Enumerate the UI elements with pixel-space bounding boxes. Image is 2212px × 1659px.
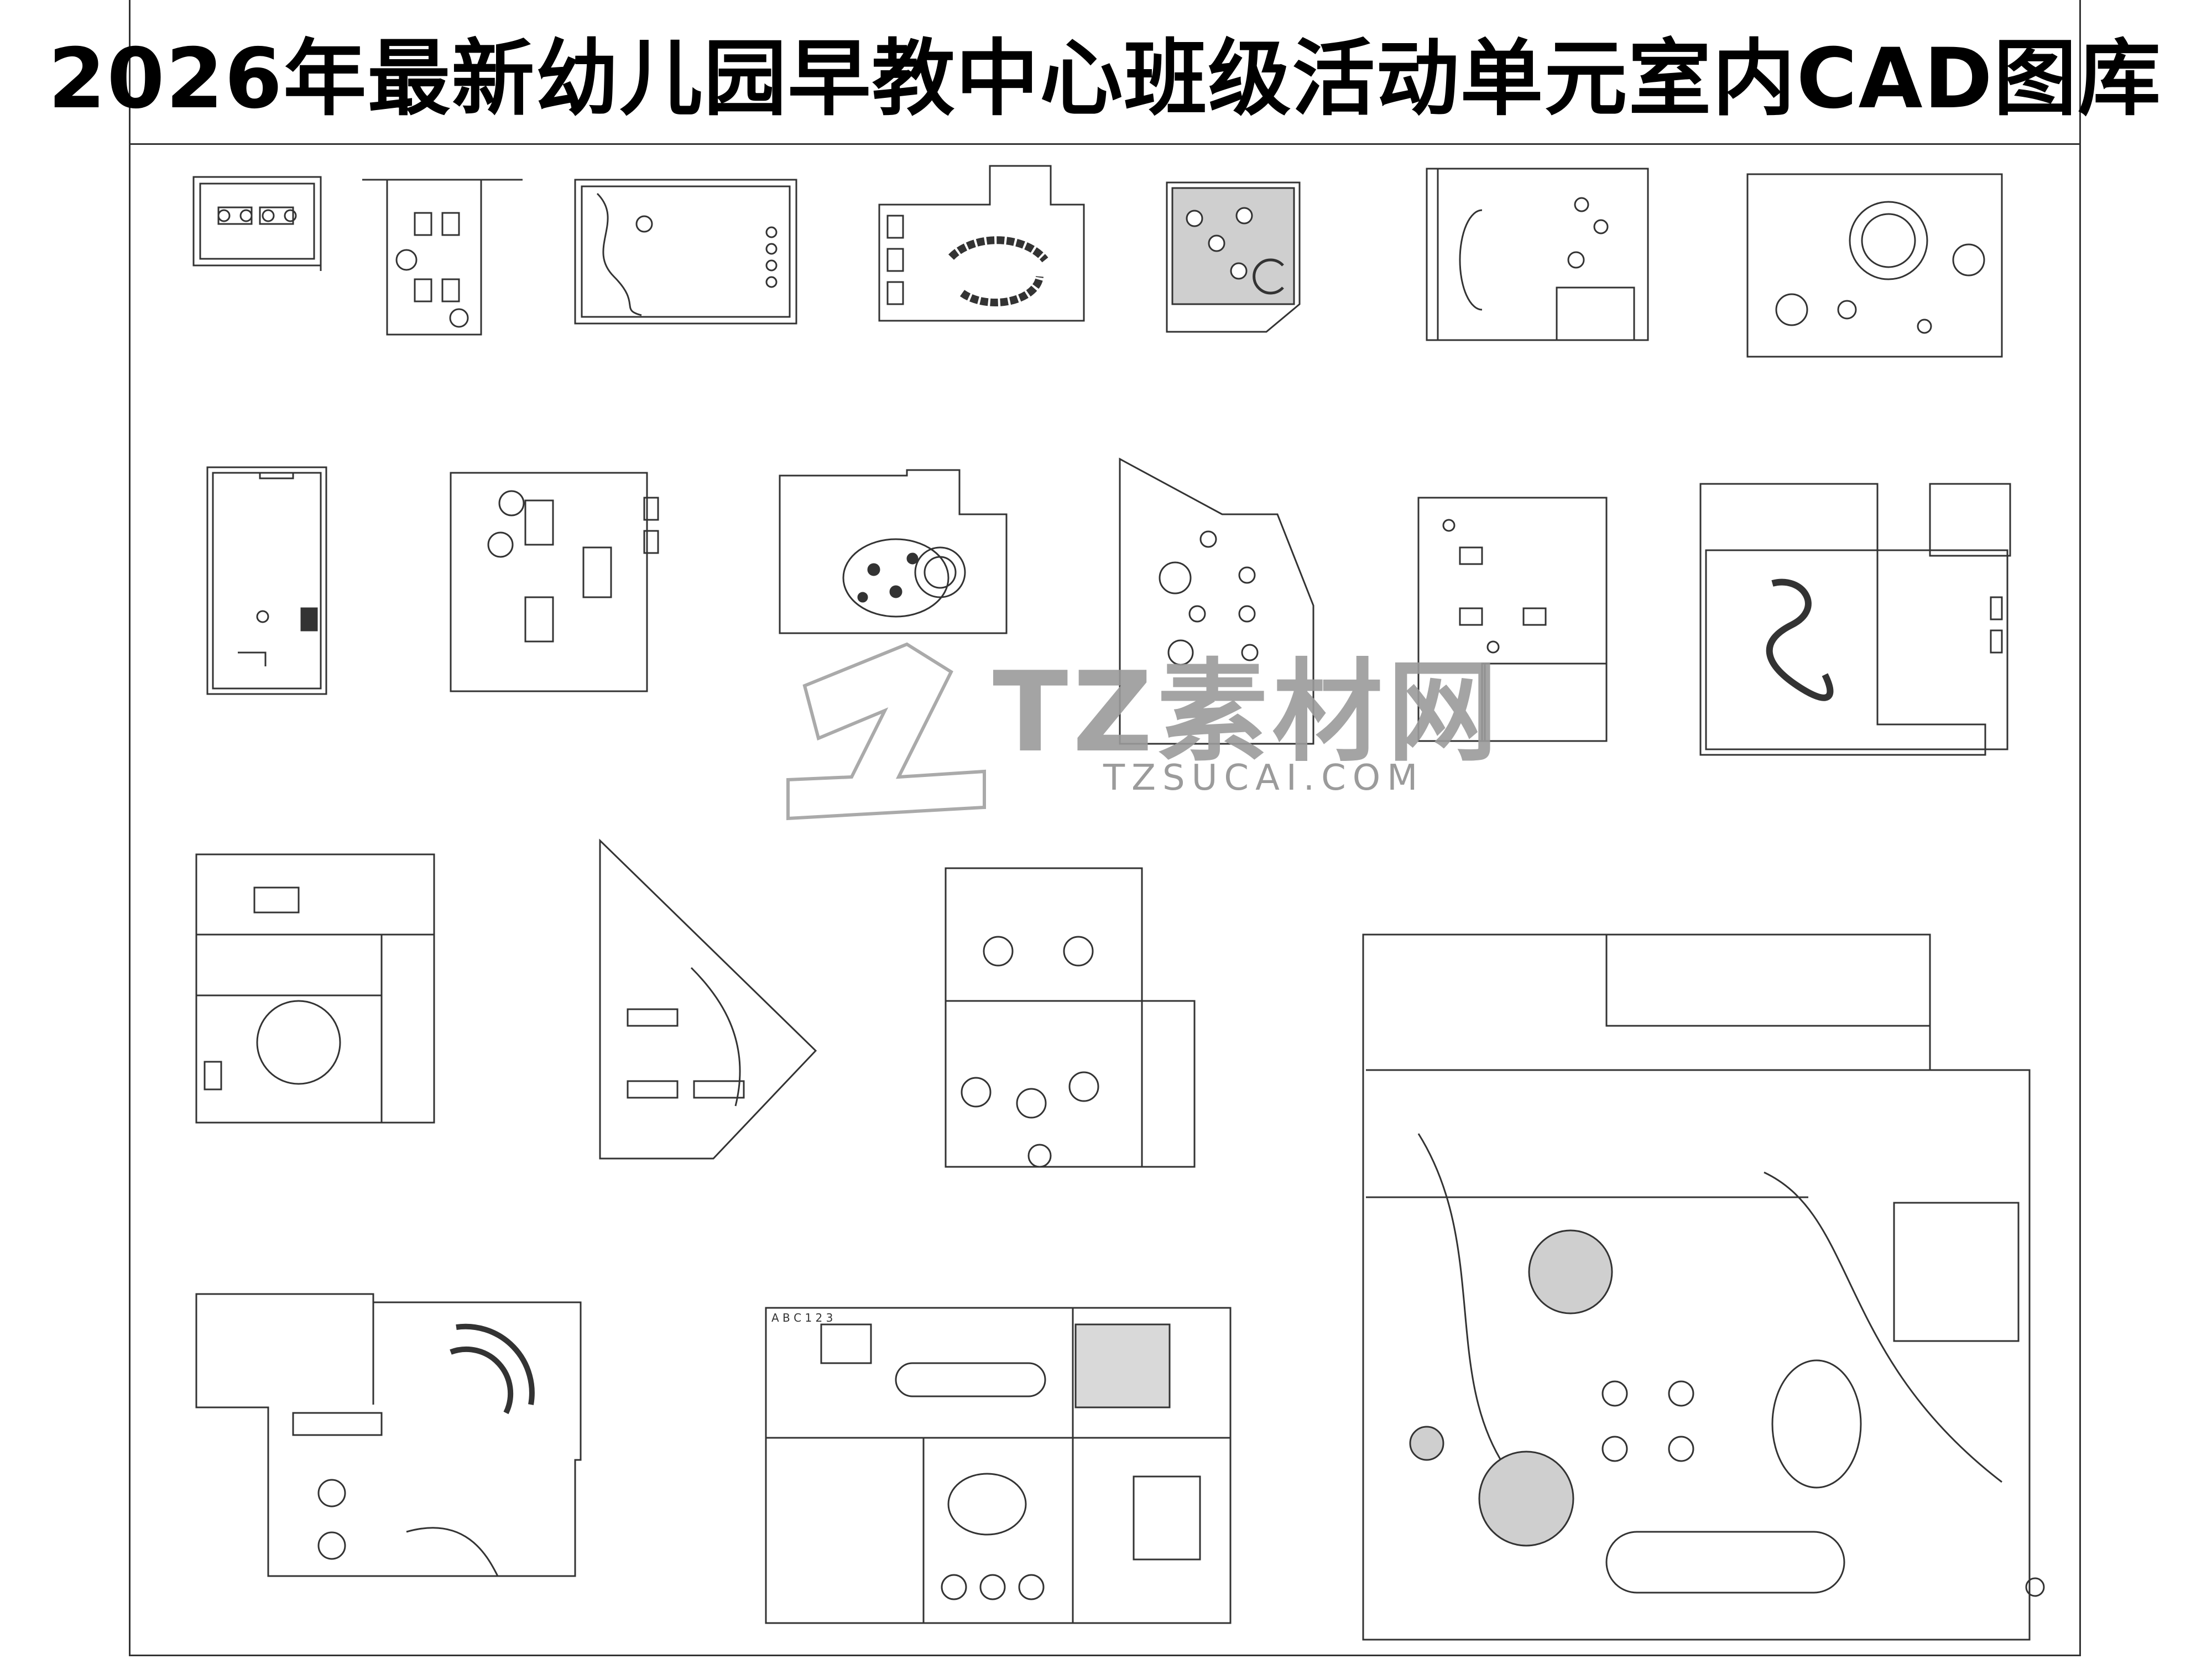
alphabet-strip: A B C 1 2 3 bbox=[771, 1311, 833, 1324]
floor-plan-14 bbox=[195, 853, 435, 1124]
floor-plan-6 bbox=[1426, 168, 1649, 341]
floor-plan-2 bbox=[362, 179, 523, 336]
floor-plan-17 bbox=[1362, 933, 2045, 1641]
drawing-sheet-frame bbox=[129, 0, 2081, 1656]
floor-plan-9 bbox=[450, 472, 659, 692]
floor-plan-18 bbox=[195, 1293, 582, 1577]
title-bar: 2026年最新幼儿园早教中心班级活动单元室内CAD图库 bbox=[48, 0, 2161, 145]
watermark-text: TZ素材网 bbox=[993, 648, 1503, 777]
floor-plan-1 bbox=[192, 176, 322, 271]
floor-plan-3 bbox=[574, 179, 797, 325]
page-title: 2026年最新幼儿园早教中心班级活动单元室内CAD图库 bbox=[48, 31, 2162, 127]
floor-plan-5 bbox=[1166, 181, 1301, 333]
watermark-url: TZSUCAI.COM bbox=[1103, 758, 1425, 799]
floor-plan-12 bbox=[1417, 497, 1608, 742]
watermark-logo-mark bbox=[786, 642, 986, 821]
floor-plan-13 bbox=[1699, 483, 2011, 756]
floor-plan-7 bbox=[1746, 173, 2003, 358]
floor-plan-4 bbox=[878, 165, 1085, 322]
floor-plan-8 bbox=[206, 466, 327, 695]
floor-plan-19: A B C 1 2 3 bbox=[765, 1307, 1232, 1624]
floor-plan-11 bbox=[1119, 457, 1314, 745]
floor-plan-10 bbox=[779, 469, 1008, 634]
floor-plan-15 bbox=[599, 838, 817, 1160]
floor-plan-16 bbox=[945, 867, 1196, 1168]
